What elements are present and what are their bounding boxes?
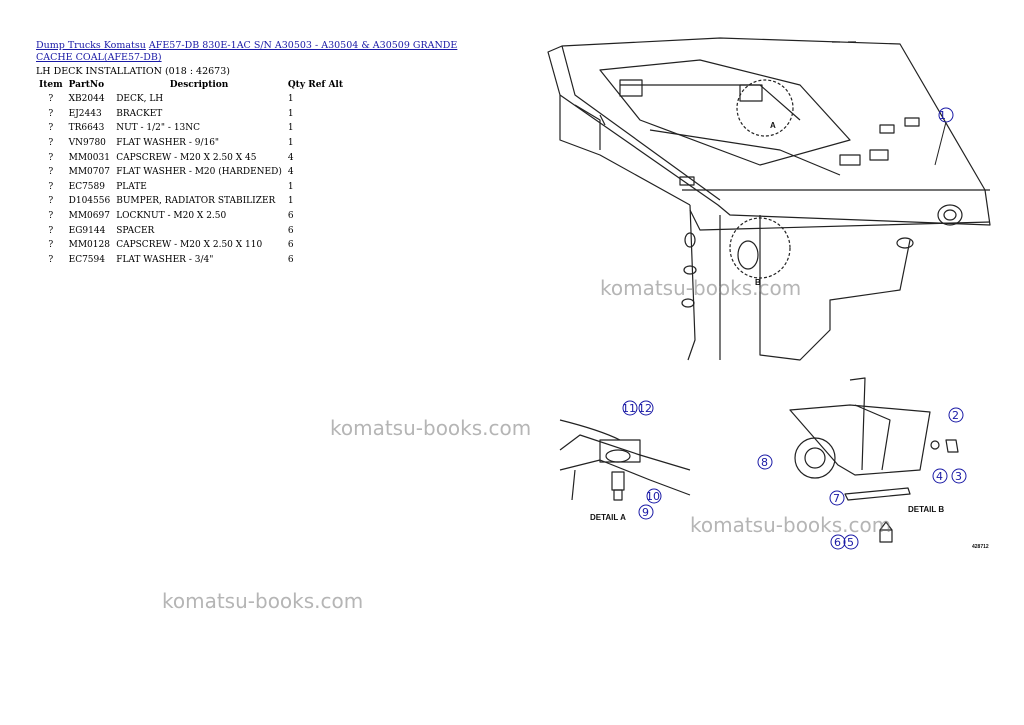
breadcrumb-link-model[interactable]: AFE57-DB 830E-1AC S/N A30503 - A30504 & …: [36, 40, 458, 63]
callout-7[interactable]: 7: [833, 492, 840, 505]
header-partno: PartNo: [68, 80, 105, 90]
callout-4[interactable]: 4: [936, 470, 943, 483]
watermark: komatsu-books.com: [600, 276, 802, 300]
detail-b-label: DETAIL B: [908, 505, 944, 514]
figure-number: 428712: [972, 544, 989, 550]
parts-table: Item PartNo Description Qty Ref Alt ?XB2…: [36, 78, 346, 267]
callout-11[interactable]: 11: [622, 402, 636, 415]
callout-3[interactable]: 3: [955, 470, 962, 483]
callout-6[interactable]: 6: [834, 536, 841, 549]
header-qty-ref-alt: Qty Ref Alt: [287, 80, 343, 90]
detail-b-drawing: [789, 377, 959, 543]
header-item: Item: [39, 80, 63, 90]
callout-10[interactable]: 10: [646, 490, 660, 503]
callout-12[interactable]: 12: [638, 402, 652, 415]
watermark: komatsu-books.com: [162, 589, 364, 613]
section-title: LH DECK INSTALLATION (018 : 42673): [36, 66, 230, 77]
watermark: komatsu-books.com: [690, 513, 892, 537]
callout-5[interactable]: 5: [847, 536, 854, 549]
deck-assembly: [547, 37, 991, 361]
watermark: komatsu-books.com: [330, 416, 532, 440]
view-b-label: B: [755, 278, 761, 287]
table-header-row: Item PartNo Description Qty Ref Alt: [36, 78, 346, 92]
breadcrumb-link-category[interactable]: Dump Trucks Komatsu: [36, 40, 146, 51]
view-a-label: A: [770, 121, 776, 130]
callout-8[interactable]: 8: [761, 456, 768, 469]
header-description: Description: [169, 80, 229, 90]
detail-a-drawing: [559, 419, 691, 501]
callout-1[interactable]: 1: [939, 109, 946, 122]
breadcrumb: Dump Trucks Komatsu AFE57-DB 830E-1AC S/…: [36, 40, 466, 64]
callout-2[interactable]: 2: [952, 409, 959, 422]
detail-a-label: DETAIL A: [590, 513, 626, 522]
callout-9[interactable]: 9: [642, 506, 649, 519]
